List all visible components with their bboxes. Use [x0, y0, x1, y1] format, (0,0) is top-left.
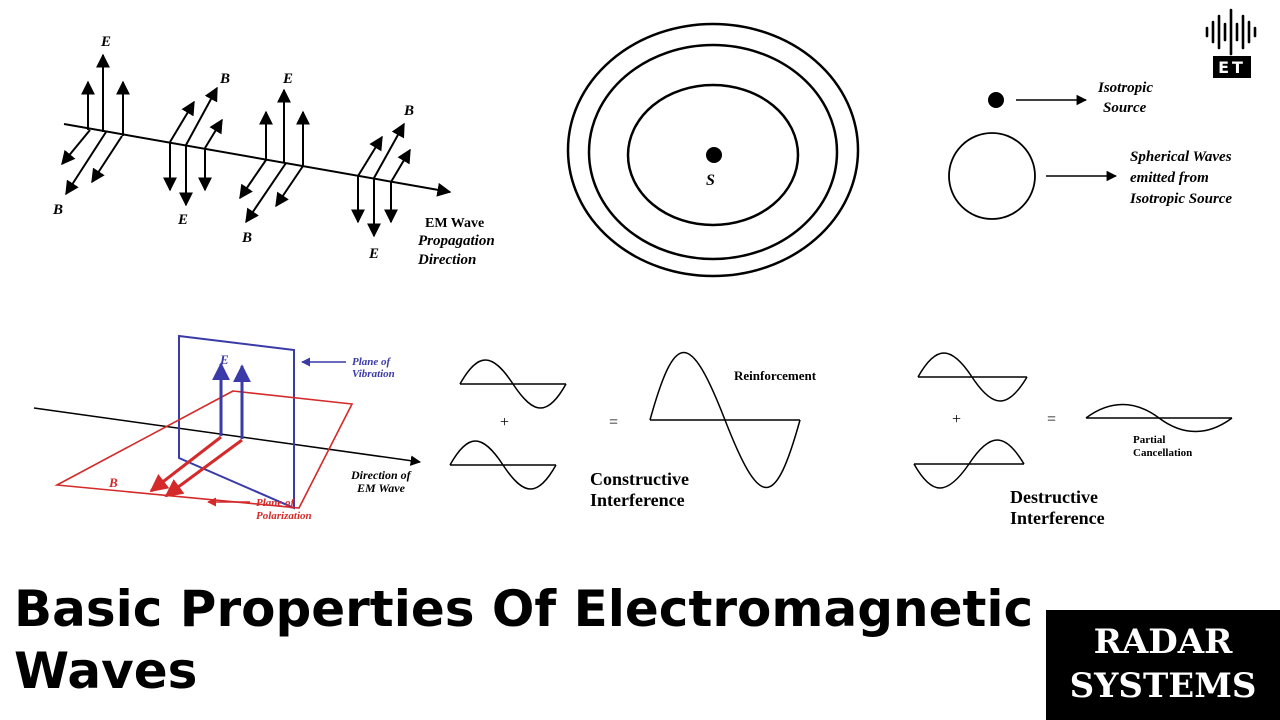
isotropic-label-2: Source	[1103, 100, 1147, 116]
wave-direction-axis	[33, 407, 422, 466]
b-label-3: B	[241, 230, 252, 246]
e-label-3: E	[282, 71, 293, 87]
spherical-label-2: emitted from	[1130, 170, 1209, 186]
b-label-4: B	[403, 103, 414, 119]
propagation-axis	[63, 123, 452, 197]
radar-systems-badge: RADAR SYSTEMS	[1046, 610, 1280, 720]
constructive-equals: =	[609, 414, 618, 431]
destructive-plus: +	[952, 411, 961, 428]
spherical-wave-circle	[948, 132, 1036, 220]
b-label-2: B	[219, 71, 230, 87]
soundwave-icon	[1205, 8, 1257, 56]
field-vectors	[61, 53, 411, 238]
badge-line-1: RADAR	[1093, 622, 1233, 662]
direction-label-1: Direction of	[350, 468, 412, 482]
b-label-1: B	[52, 202, 63, 218]
em-wave-caption-1: EM Wave	[425, 216, 484, 231]
e-label-1: E	[100, 34, 111, 50]
vibration-label-1: Plane of	[352, 356, 392, 368]
destructive-equals: =	[1047, 411, 1056, 428]
polarization-label-1: Plane of	[256, 497, 296, 509]
isotropic-label-1: Isotropic	[1097, 80, 1153, 96]
cancellation-label-1: Partial	[1133, 434, 1165, 446]
em-wave-caption-3: Direction	[417, 252, 476, 268]
page-title: Basic Properties Of Electromagnetic Wave…	[14, 580, 1034, 700]
isotropic-dot	[988, 92, 1004, 108]
pol-b-label: B	[108, 475, 118, 490]
spherical-label-3: Isotropic Source	[1129, 191, 1232, 207]
channel-logo: ET	[1205, 8, 1257, 78]
constructive-caption-1: Constructive	[590, 469, 689, 489]
destructive-interference: + = Partial Cancellation Destructive Int…	[913, 352, 1233, 528]
source-label: S	[706, 172, 715, 189]
cancellation-label-2: Cancellation	[1133, 447, 1192, 459]
polarization-diagram: E B Plane of Vibration Plane of Polariza…	[33, 334, 422, 522]
plane-of-vibration	[178, 334, 295, 510]
em-wave-caption-2: Propagation	[418, 233, 495, 249]
e-label-4: E	[368, 246, 379, 262]
spherical-label-1: Spherical Waves	[1130, 149, 1232, 165]
badge-line-2: SYSTEMS	[1069, 666, 1257, 706]
destructive-caption-2: Interference	[1010, 508, 1105, 528]
reinforcement-label: Reinforcement	[734, 368, 817, 383]
isotropic-source: Isotropic Source Spherical Waves emitted…	[948, 80, 1232, 220]
polarization-label-2: Polarization	[256, 510, 312, 522]
constructive-interference: + = Reinforcement Constructive Interfere…	[449, 352, 817, 510]
direction-label-2: EM Wave	[356, 481, 406, 495]
destructive-caption-1: Destructive	[1010, 487, 1098, 507]
constructive-plus: +	[500, 414, 509, 431]
pol-e-label: E	[219, 352, 229, 367]
em-wave-diagram: E B B E E B B E EM Wave Propagation Dire…	[52, 34, 495, 268]
plane-of-polarization	[54, 390, 354, 509]
e-label-2: E	[177, 212, 188, 228]
constructive-caption-2: Interference	[590, 490, 685, 510]
vibration-label-2: Vibration	[352, 368, 395, 380]
concentric-waves: S	[566, 22, 860, 278]
point-source	[706, 147, 722, 163]
logo-text: ET	[1218, 58, 1246, 77]
